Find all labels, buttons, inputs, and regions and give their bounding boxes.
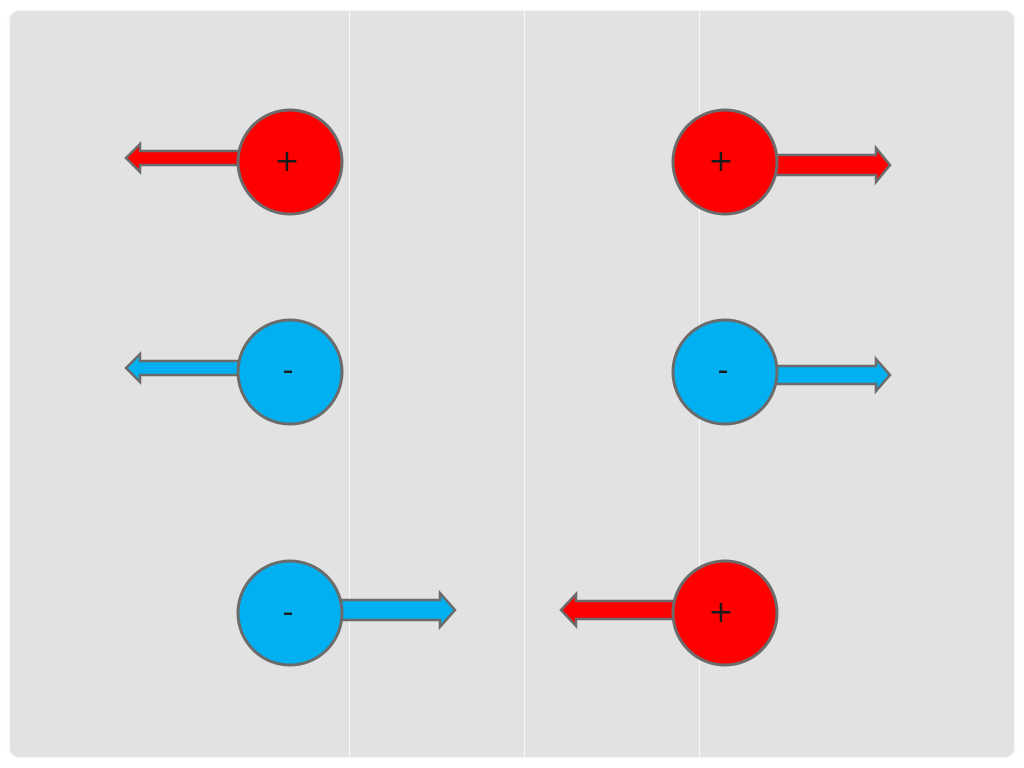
negative-charge [236,318,344,426]
charge-group-3: - [124,318,344,426]
force-arrow-left [124,140,244,176]
force-arrow-right [336,589,457,631]
force-arrow-right [771,144,892,186]
charge-sign-label: + [708,144,733,179]
charge-group-2: + [671,108,892,216]
charge-sign-label: + [274,144,299,179]
force-arrow-right [771,355,892,395]
positive-charge [671,559,779,667]
charge-sign-label: - [283,595,294,630]
divider-line-1 [349,11,350,757]
positive-charge [236,108,344,216]
negative-charge [671,318,779,426]
negative-charge [236,559,344,667]
charge-group-6: + [559,559,779,667]
positive-charge [671,108,779,216]
charge-group-4: - [671,318,892,426]
divider-line-2 [524,11,525,757]
charge-sign-label: - [283,353,294,388]
charge-group-1: + [124,108,344,216]
force-arrow-left [559,590,680,630]
charge-group-5: - [236,559,457,667]
charge-sign-label: - [718,353,729,388]
charge-sign-label: + [708,595,733,630]
force-arrow-left [124,350,244,386]
